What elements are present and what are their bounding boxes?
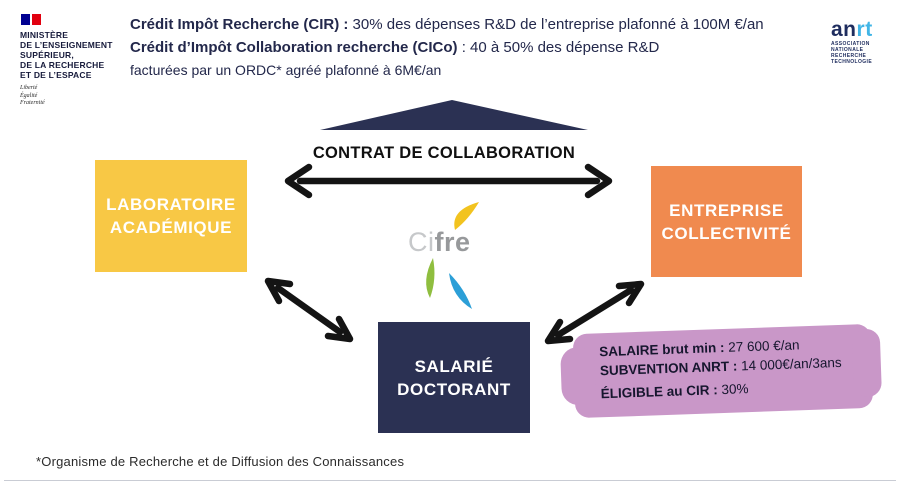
ministry-name: MINISTÈRE DE L’ENSEIGNEMENT SUPÉRIEUR, D… [20, 30, 126, 80]
tax-credit-summary: Crédit Impôt Recherche (CIR) : 30% des d… [130, 13, 810, 82]
contract-label: CONTRAT DE COLLABORATION [312, 144, 576, 162]
cifre-leaf-green-icon [426, 258, 435, 298]
ministry-line: DE L’ENSEIGNEMENT [20, 40, 113, 50]
benefits-highlight: SALAIRE brut min : 27 600 €/an SUBVENTIO… [572, 323, 874, 419]
ministry-line: ET DE L’ESPACE [20, 70, 92, 80]
cir-line: Crédit Impôt Recherche (CIR) : 30% des d… [130, 16, 764, 33]
cifre-wordmark: Cifre [408, 227, 471, 257]
box-entreprise-collectivite: ENTREPRISE COLLECTIVITÉ [651, 166, 802, 277]
bottom-divider [4, 480, 896, 481]
cifre-leaves [426, 202, 479, 309]
roof-triangle-icon [320, 100, 588, 130]
ministry-line: MINISTÈRE [20, 30, 69, 40]
cifre-leaf-blue-icon [449, 273, 472, 309]
box-salarie-doctorant: SALARIÉ DOCTORANT [378, 322, 530, 433]
double-arrow-right-diagonal-icon [544, 280, 645, 345]
anrt-subtitle: ASSOCIATION NATIONALE RECHERCHE TECHNOLO… [831, 41, 873, 65]
republic-motto: Liberté Égalité Fraternité [20, 85, 45, 106]
anrt-wordmark: anrt [831, 18, 873, 41]
ordc-footnote: *Organisme de Recherche et de Diffusion … [36, 454, 405, 469]
box-laboratoire-academique: LABORATOIRE ACADÉMIQUE [95, 160, 247, 272]
ministry-line: DE LA RECHERCHE [20, 60, 105, 70]
double-arrow-horizontal-icon [284, 163, 613, 199]
double-arrow-left-diagonal-icon [264, 277, 354, 343]
anrt-logo: anrt ASSOCIATION NATIONALE RECHERCHE TEC… [831, 18, 891, 66]
cico-line-continuation: facturées par un ORDC* agréé plafonné à … [130, 62, 442, 78]
cifre-logo: Cifre [405, 197, 505, 312]
france-flag-icon [21, 14, 126, 25]
cifre-leaf-yellow-icon [454, 202, 479, 230]
benefit-eligible-cir: ÉLIGIBLE au CIR : 30% [600, 381, 749, 402]
cico-line: Crédit d’Impôt Collaboration recherche (… [130, 39, 660, 56]
ministry-line: SUPÉRIEUR, [20, 50, 74, 60]
ministry-logo: MINISTÈRE DE L’ENSEIGNEMENT SUPÉRIEUR, D… [20, 14, 126, 108]
